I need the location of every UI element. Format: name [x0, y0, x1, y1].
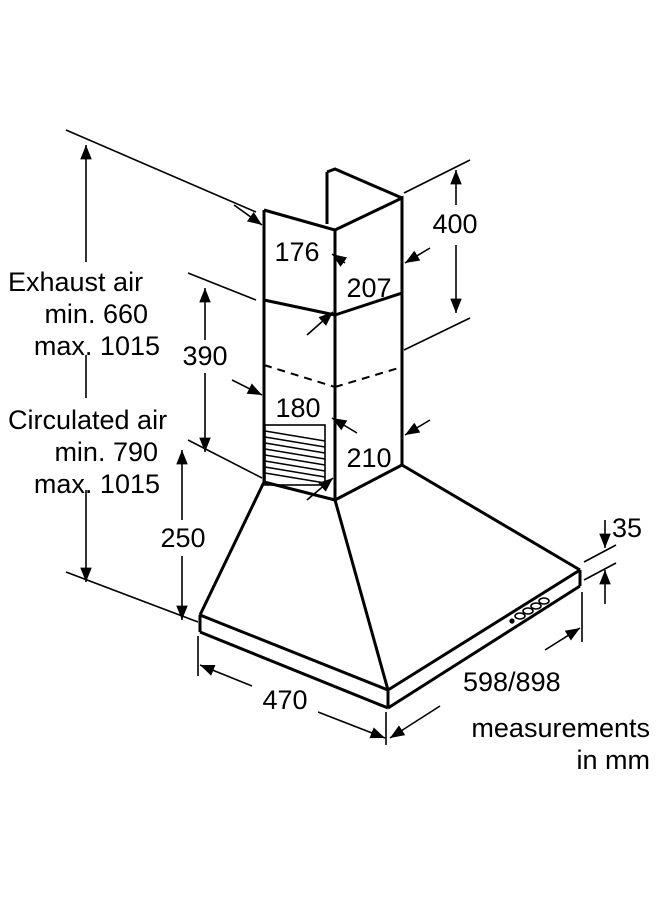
circulated-air-min: min. 790 [54, 437, 158, 467]
canopy [198, 463, 582, 710]
dimension-210-label: 210 [346, 443, 392, 473]
dimension-35 [583, 520, 617, 604]
units-note-line2: in mm [576, 745, 651, 775]
dimension-176 [233, 204, 263, 226]
units-note-line1: measurements [471, 713, 650, 743]
dimension-470-label: 470 [262, 685, 308, 715]
dimension-207 [306, 253, 348, 336]
dimension-250-label: 250 [160, 523, 206, 553]
lower-chimney [262, 293, 404, 500]
exhaust-air-title: Exhaust air [8, 267, 144, 297]
circulated-air-title: Circulated air [8, 405, 168, 435]
dimension-400 [403, 159, 471, 351]
dimension-598-898 [389, 592, 583, 739]
dimension-180 [231, 379, 334, 501]
dimension-390-label: 390 [182, 341, 228, 371]
circulated-air-max: max. 1015 [33, 469, 160, 499]
exhaust-air-min: min. 660 [44, 299, 148, 329]
control-panel [509, 597, 550, 624]
dimension-180-label: 180 [275, 393, 321, 423]
dimension-35-label: 35 [612, 513, 643, 543]
dimension-210 [331, 417, 431, 436]
vent-grille [264, 424, 326, 486]
dimension-470 [197, 636, 387, 745]
overlap-dashed-line [263, 364, 403, 388]
dimension-598-898-label: 598/898 [463, 667, 561, 697]
dimension-400-pointer [404, 247, 431, 264]
total-height-dimension [65, 129, 257, 623]
exhaust-air-max: max. 1015 [33, 331, 160, 361]
dimension-207-label: 207 [346, 273, 392, 303]
dimension-390 [187, 272, 263, 479]
dimension-400-label: 400 [432, 209, 478, 239]
dimension-176-label: 176 [274, 237, 320, 267]
